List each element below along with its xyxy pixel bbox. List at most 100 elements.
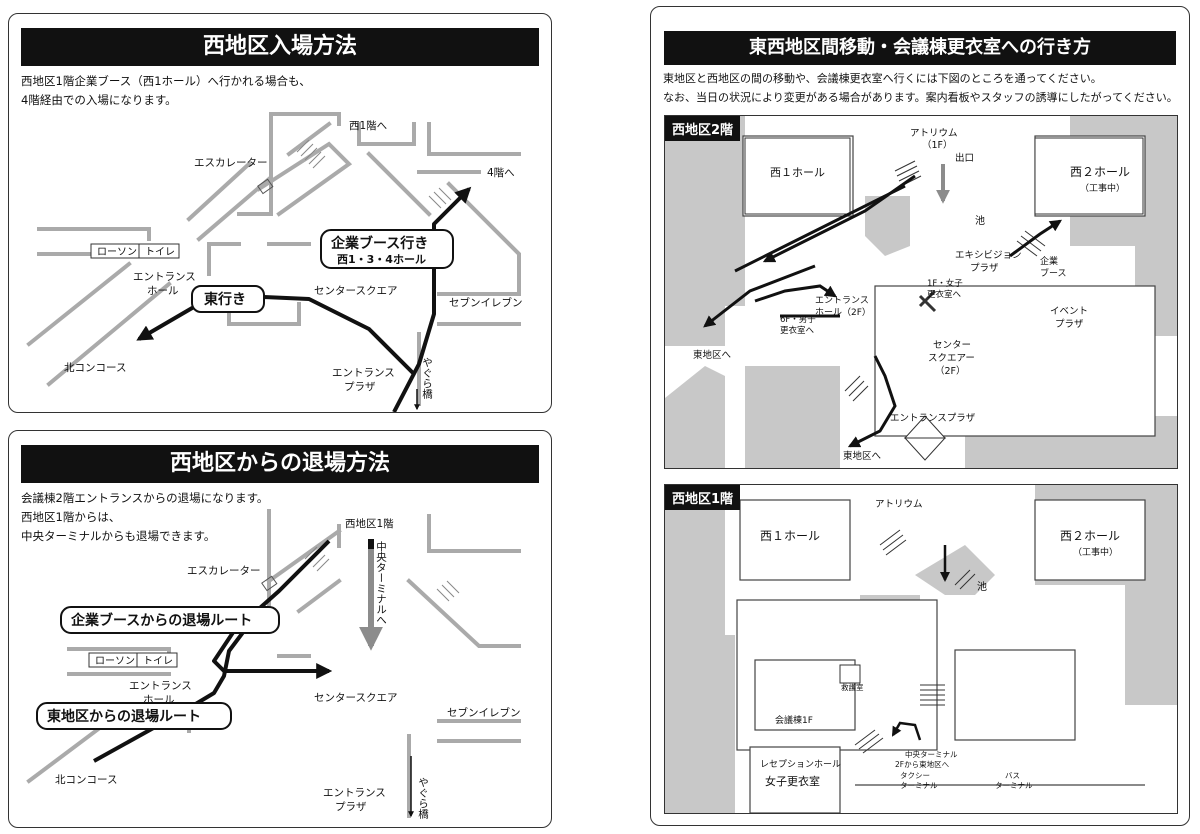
floor2-booth-2: ブース — [1040, 267, 1067, 279]
floor1-pond: 池 — [977, 580, 987, 593]
floor2-east-area: 東地区へ — [693, 349, 732, 361]
exit-label-entrance-hall-1: エントランス — [129, 680, 192, 692]
label-entrance-plaza-2: プラザ — [344, 381, 376, 393]
exit-label-west-1f: 西地区1階 — [345, 517, 394, 530]
floor1-svg: アトリウム 西１ホール 西２ホール （工事中） 池 救護室 会議棟1F レセプシ… — [665, 485, 1177, 813]
label-entrance-hall-1: エントランス — [133, 271, 196, 283]
floor1-atrium: アトリウム — [875, 499, 923, 510]
floor2-entrance-hall-1: エントランス — [815, 295, 869, 306]
floor1-conference: 会議棟1F — [775, 714, 813, 726]
exit-intro-line-3: 中央ターミナルからも退場できます。 — [21, 529, 216, 543]
floor1-taxi-2: ターミナル — [900, 781, 938, 790]
entry-map: 西1階へ エスカレーター 4階へ ローソン トイレ エントランス ホール センタ… — [26, 112, 523, 412]
floor2-halls — [744, 137, 1144, 215]
label-north-concourse: 北コンコース — [64, 362, 126, 374]
label-center-square: センタースクエア — [314, 285, 397, 297]
floor2-atrium-1: アトリウム — [910, 128, 958, 139]
floor1-central-terminal: 中央ターミナル — [905, 749, 958, 759]
entry-map-stairs — [257, 139, 452, 209]
floor2-event-2: プラザ — [1055, 319, 1084, 330]
floor2-center-2: スクエアー — [928, 353, 975, 364]
floor1-to-east: 2Fから東地区へ — [895, 759, 950, 769]
floor1-bus-2: ターミナル — [995, 781, 1033, 790]
exit-east-route-callout: 東地区からの退場ルート — [36, 702, 232, 730]
floor2-female-1: 1F・女子 — [927, 278, 963, 289]
entry-intro: 西地区1階企業ブース（西1ホール）へ行かれる場合も、 4階経由での入場になります… — [21, 72, 311, 110]
east-route-title: 東行き — [204, 291, 246, 308]
move-intro-line-2: なお、当日の状況により変更がある場合があります。案内看板やスタッフの誘導にしたが… — [663, 91, 1178, 104]
entry-panel: 西地区入場方法 西地区1階企業ブース（西1ホール）へ行かれる場合も、 4階経由で… — [8, 13, 552, 413]
label-seven: セブンイレブン — [449, 296, 523, 309]
exit-map: 西地区1階 中央ターミナルへ エスカレーター ローソン トイレ エントランス ホ… — [26, 509, 521, 820]
floor1-hall-w2: 西２ホール — [1060, 529, 1120, 543]
exit-map-stairs — [261, 546, 460, 602]
label-entrance-hall-2: ホール — [147, 285, 179, 297]
floor1-tag: 西地区1階 — [665, 485, 741, 510]
label-toilet: トイレ — [145, 247, 175, 258]
floor2-female-2: 更衣室へ — [927, 289, 962, 300]
floor2-svg: アトリウム （1F） 出口 西１ホール 西２ホール （工事中） 池 エキシビジョ… — [665, 116, 1177, 468]
floor2-east-area-2: 東地区へ — [843, 450, 882, 462]
exit-intro-line-2: 西地区1階からは、 — [21, 510, 121, 524]
booth-route-line — [392, 186, 472, 412]
floor2-male-2: 更衣室へ — [780, 325, 815, 336]
exit-label-yagura: やぐら橋 — [417, 777, 429, 820]
floor2-hall-w2: 西２ホール — [1070, 165, 1130, 179]
floor1-taxi-1: タクシー — [900, 771, 930, 780]
entry-map-walls — [26, 112, 521, 406]
label-to-4f: 4階へ — [487, 167, 515, 179]
floor2-atrium-2: （1F） — [922, 139, 953, 151]
floor1-reception: レセプションホール — [760, 759, 841, 770]
floor2-exhibition-1: エキシビジョン — [955, 250, 1022, 261]
floor1-map: アトリウム 西１ホール 西２ホール （工事中） 池 救護室 会議棟1F レセプシ… — [664, 484, 1178, 814]
exit-label-central-terminal: 中央ターミナルへ — [375, 540, 387, 625]
exit-booth-route-title: 企業ブースからの退場ルート — [70, 612, 252, 629]
label-entrance-plaza-1: エントランス — [332, 367, 395, 379]
floor1-female-room: 女子更衣室 — [765, 774, 820, 788]
floor2-male-1: 6F・男子 — [780, 315, 816, 325]
exit-label-lawson: ローソン — [95, 656, 135, 667]
exit-east-route-title: 東地区からの退場ルート — [47, 708, 201, 725]
move-title: 東西地区間移動・会議棟更衣室への行き方 — [664, 31, 1176, 65]
floor2-entrance-hall-2: ホール（2F） — [815, 307, 871, 318]
exit-label-entrance-plaza-1: エントランス — [323, 787, 386, 799]
entry-intro-line-2: 4階経由での入場になります。 — [21, 93, 177, 107]
exit-label-escalator: エスカレーター — [187, 565, 261, 577]
floor2-center-3: （2F） — [935, 365, 966, 377]
label-lawson: ローソン — [97, 247, 137, 258]
label-to-1f: 西1階へ — [349, 120, 387, 132]
exit-booth-route-callout: 企業ブースからの退場ルート — [60, 606, 280, 634]
floor2-exit: 出口 — [955, 152, 974, 164]
booth-route-callout: 企業ブース行き 西1・3・4ホール — [320, 229, 454, 269]
east-route-line — [136, 295, 416, 376]
entry-title: 西地区入場方法 — [21, 28, 539, 66]
move-intro: 東地区と西地区の間の移動や、会議棟更衣室へ行くには下図のところを通ってください。… — [663, 69, 1178, 107]
east-route-callout: 東行き — [191, 285, 265, 313]
exit-label-seven: セブンイレブン — [447, 706, 521, 719]
exit-label-toilet: トイレ — [143, 656, 173, 667]
floor2-entrance-plaza: エントランスプラザ — [890, 413, 976, 424]
exit-intro-line-1: 会議棟2階エントランスからの退場になります。 — [21, 491, 269, 505]
floor2-exhibition-2: プラザ — [970, 263, 999, 274]
floor2-routes — [703, 174, 1063, 448]
floor1-route-central — [891, 721, 922, 741]
exit-map-lawson-box — [88, 652, 178, 668]
floor2-event-1: イベント — [1050, 306, 1088, 317]
floor1-construction: （工事中） — [1073, 546, 1118, 558]
exit-label-entrance-plaza-2: プラザ — [335, 801, 367, 813]
booth-route-title: 企業ブース行き — [330, 235, 428, 252]
floor2-construction: （工事中） — [1080, 182, 1125, 194]
move-intro-line-1: 東地区と西地区の間の移動や、会議棟更衣室へ行くには下図のところを通ってください。 — [663, 72, 1102, 85]
floor2-center-1: センター — [933, 340, 971, 351]
floor1-stairs — [839, 529, 976, 754]
label-yagura: やぐら橋 — [421, 357, 433, 400]
exit-label-north-concourse: 北コンコース — [55, 774, 117, 786]
floor1-bus-1: バス — [1005, 771, 1020, 780]
exit-label-center-square: センタースクエア — [314, 692, 397, 704]
floor2-stairs — [844, 160, 1046, 461]
move-panel: 東西地区間移動・会議棟更衣室への行き方 東地区と西地区の間の移動や、会議棟更衣室… — [650, 6, 1190, 826]
floor1-hall-w1: 西１ホール — [760, 529, 820, 543]
entry-intro-line-1: 西地区1階企業ブース（西1ホール）へ行かれる場合も、 — [21, 74, 311, 88]
entry-map-lawson-box — [90, 243, 180, 259]
exit-panel: 西地区からの退場方法 会議棟2階エントランスからの退場になります。 西地区1階か… — [8, 430, 552, 828]
